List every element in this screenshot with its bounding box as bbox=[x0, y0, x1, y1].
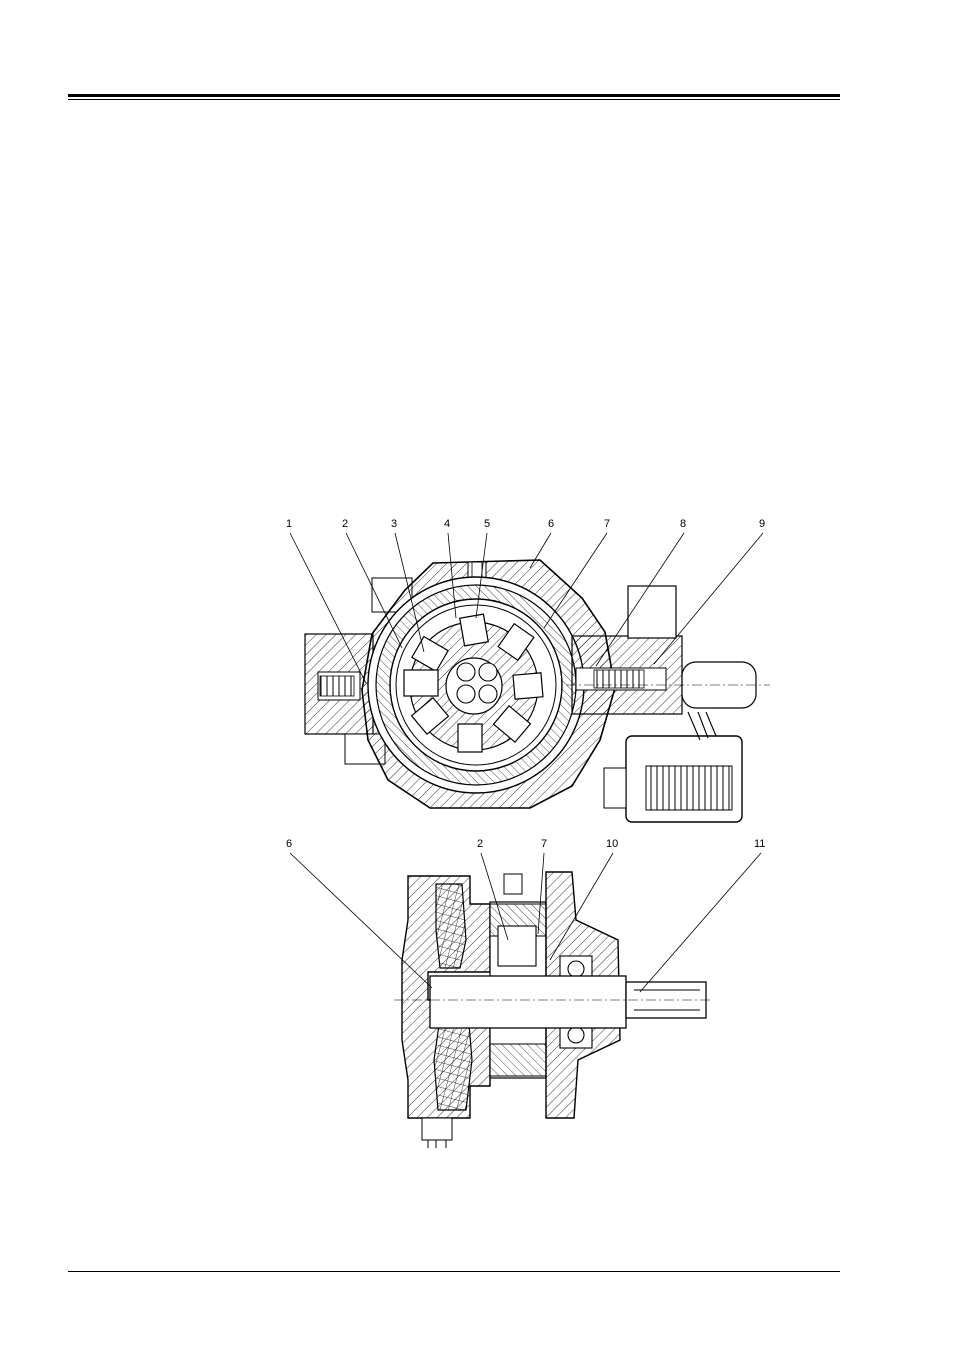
callout-label: 6 bbox=[286, 838, 292, 850]
top-view-callouts: 1 2 3 4 5 6 7 8 9 bbox=[286, 518, 765, 530]
callout-label: 8 bbox=[680, 518, 686, 530]
callout-label: 5 bbox=[484, 518, 490, 530]
footer-rule bbox=[68, 1271, 840, 1272]
callout-label: 2 bbox=[477, 838, 483, 850]
callout-label: 2 bbox=[342, 518, 348, 530]
callout-label: 9 bbox=[759, 518, 765, 530]
side-view-callouts: 6 2 7 10 11 bbox=[286, 838, 765, 850]
callout-label: 7 bbox=[604, 518, 610, 530]
callout-label: 10 bbox=[606, 838, 618, 850]
top-view-drawing bbox=[305, 560, 770, 822]
callout-label: 7 bbox=[541, 838, 547, 850]
callout-label: 3 bbox=[391, 518, 397, 530]
callout-label: 11 bbox=[754, 838, 765, 850]
callout-label: 6 bbox=[548, 518, 554, 530]
side-view-drawing bbox=[394, 872, 712, 1148]
callout-label: 4 bbox=[444, 518, 450, 530]
callout-label: 1 bbox=[286, 518, 292, 530]
